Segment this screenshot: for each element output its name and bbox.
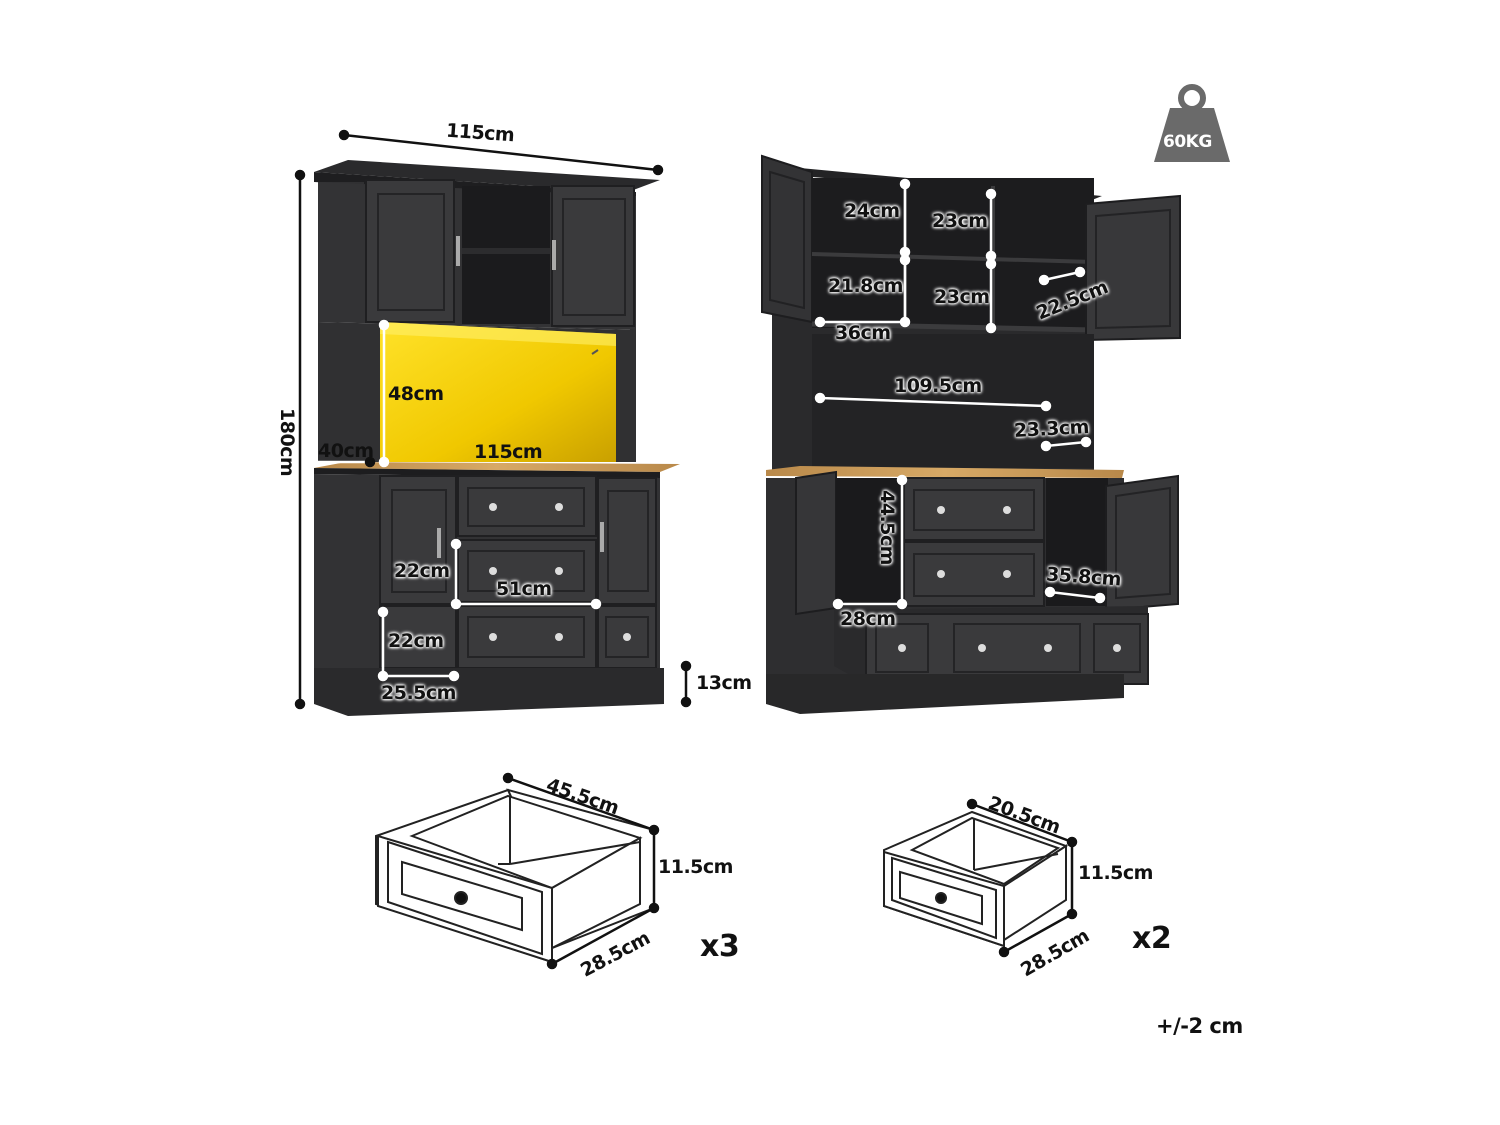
left-counter-width: 115cm xyxy=(474,441,543,463)
right-cupboard-height: 44.5cm xyxy=(876,490,898,565)
right-open-right-door xyxy=(1085,194,1181,342)
right-cube-width: 36cm xyxy=(835,322,891,344)
right-cupboard-depth: 35.8cm xyxy=(1045,563,1122,591)
left-top-width: 115cm xyxy=(445,119,515,147)
right-cube-top-mid: 23cm xyxy=(932,210,988,232)
left-cabinet xyxy=(314,160,680,716)
right-cabinet xyxy=(761,154,1181,714)
left-inner-dimension-lines xyxy=(318,319,602,682)
right-cupboard-width: 28cm xyxy=(840,608,896,630)
right-cube-mid-mid: 23cm xyxy=(934,286,990,308)
upper-left-door xyxy=(365,179,455,323)
small-drawer-illustration xyxy=(883,810,1069,948)
left-small-drawer-height: 22cm xyxy=(388,630,444,652)
left-plinth-height: 13cm xyxy=(696,672,752,694)
left-dimension-lines xyxy=(294,129,692,710)
small-drawer-dimension-lines xyxy=(966,798,1078,958)
small-drawer-qty: x2 xyxy=(1132,921,1172,956)
large-drawer-dimension-lines xyxy=(502,772,660,970)
weight-icon xyxy=(1154,84,1230,162)
small-drawer-height: 11.5cm xyxy=(1078,862,1153,884)
left-shelf-height: 48cm xyxy=(388,383,444,405)
led-compartment xyxy=(380,322,616,462)
right-cube-top-left: 24cm xyxy=(844,200,900,222)
countertop xyxy=(314,462,680,472)
left-height: 180cm xyxy=(276,408,298,477)
right-dimension-lines xyxy=(814,178,1106,610)
large-drawer-height: 11.5cm xyxy=(658,856,733,878)
upper-right-door xyxy=(551,185,635,327)
tolerance-note: +/-2 cm xyxy=(1156,1014,1243,1038)
left-depth: 40cm xyxy=(318,440,374,462)
large-drawer-illustration xyxy=(375,788,655,964)
left-drawer-height: 22cm xyxy=(394,560,450,582)
right-open-depth: 23.3cm xyxy=(1013,416,1090,442)
left-drawer-width: 51cm xyxy=(496,578,552,600)
weight-badge-text: 60KG xyxy=(1163,132,1212,152)
right-open-width: 109.5cm xyxy=(894,375,982,397)
left-small-drawer-width: 25.5cm xyxy=(381,682,456,704)
right-cube-mid-left: 21.8cm xyxy=(828,275,903,297)
large-drawer-qty: x3 xyxy=(700,929,740,964)
